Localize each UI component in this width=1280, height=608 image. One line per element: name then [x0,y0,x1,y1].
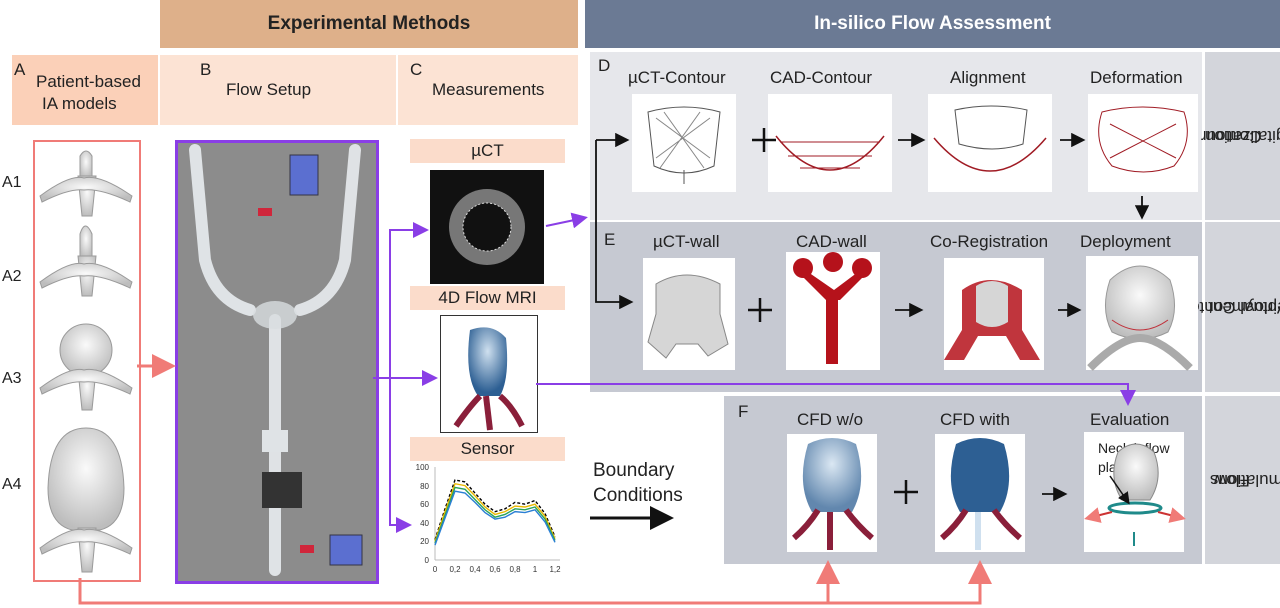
side-virtual-deployment: Virtual ContourDeployment [1175,222,1280,392]
label-sensor: Sensor [410,437,565,461]
sensor-series-line-4 [434,490,556,546]
model-label-a1: A1 [2,174,22,191]
boundary-conditions-line-2: Conditions [593,485,683,506]
step-cad-wall: CAD-wall [796,232,867,251]
step-uct-wall: µCT-wall [653,232,720,251]
xtick-0-6: 0,6 [489,565,501,574]
panel-b-title: Flow Setup [226,80,312,99]
ytick-80: 80 [420,482,429,491]
insilico-header: In-silico Flow Assessment [585,0,1280,48]
vessel-models [39,150,133,573]
plus-icon-e [748,298,772,322]
panel-c-letter: C [410,60,423,79]
side-contour-digitalization: ContourDigitalization [1201,52,1280,220]
panel-e-letter: E [604,230,616,249]
sensor-series-line-1 [434,479,556,540]
process-arrows [590,132,1150,530]
panel-a-letter: A [14,60,26,79]
mri-flow-graphic [453,327,525,431]
step-deployment: Deployment [1080,232,1171,251]
xtick-1: 1 [533,565,538,574]
column-c-header [398,55,578,125]
step-cfd-with: CFD with [940,410,1010,429]
model-a3-shape [39,323,133,411]
stent-contour-shapes [647,105,1188,184]
model-a2-shape [39,225,133,297]
step-co-registration: Co-Registration [930,232,1049,251]
boundary-conditions-line-1: Boundary [593,460,675,481]
measurement-arrows [373,212,1136,533]
model-arrows [78,354,992,605]
sensor-series-line-2 [434,482,556,542]
cfd-shapes [792,438,1186,550]
deformation-image [1088,94,1198,192]
label-4d-flow-mri: 4D Flow MRI [410,286,565,310]
x-tick-labels: 0 0,2 0,4 0,6 0,8 1 1,2 [433,565,561,574]
sensor-chart: 100 80 60 40 20 0 0 0,2 0,4 0,6 0,8 1 1,… [416,463,561,574]
panel-a-title-2: IA models [42,94,117,113]
model-a4-shape [39,427,133,573]
model-label-a4: A4 [2,476,22,493]
step-cad-contour: CAD-Contour [770,68,873,87]
column-a-header [12,55,158,125]
xtick-0-2: 0,2 [449,565,461,574]
uct-ring-graphic [449,189,525,265]
panel-d-letter: D [598,56,611,75]
xtick-0: 0 [433,565,438,574]
plus-icon-f [894,480,918,504]
step-evaluation: Evaluation [1090,410,1170,429]
flow-setup-parts [253,154,363,566]
panel-c-title: Measurements [432,80,545,99]
ytick-40: 40 [420,519,429,528]
xtick-1-2: 1,2 [549,565,561,574]
model-a1-shape [39,150,133,217]
ytick-60: 60 [420,500,429,509]
alignment-image [928,94,1052,192]
step-cfd-without: CFD w/o [797,410,864,429]
panel-b-letter: B [200,60,212,79]
side-flow-simulations: FlowSimulations [1205,396,1280,564]
step-deformation: Deformation [1090,68,1183,87]
plus-icon-d [752,128,776,152]
y-tick-labels: 100 80 60 40 20 0 [416,463,430,565]
panel-f-letter: F [738,402,749,421]
step-uct-contour: µCT-Contour [628,68,726,87]
model-label-a2: A2 [2,268,22,285]
experimental-methods-header: Experimental Methods [160,0,578,48]
panel-a-title-1: Patient-based [36,72,141,91]
sensor-series-group [434,479,556,546]
column-b-header [160,55,396,125]
cad-contour-image [768,94,892,192]
ytick-100: 100 [416,463,430,472]
label-uct: µCT [410,139,565,163]
step-alignment: Alignment [950,68,1026,87]
xtick-0-8: 0,8 [509,565,521,574]
ytick-20: 20 [420,537,429,546]
wall-shapes [647,252,1193,371]
ytick-0: 0 [425,556,430,565]
sensor-series-line-3 [434,486,556,544]
plus-signs [748,128,918,504]
xtick-0-4: 0,4 [469,565,481,574]
model-label-a3: A3 [2,370,22,387]
